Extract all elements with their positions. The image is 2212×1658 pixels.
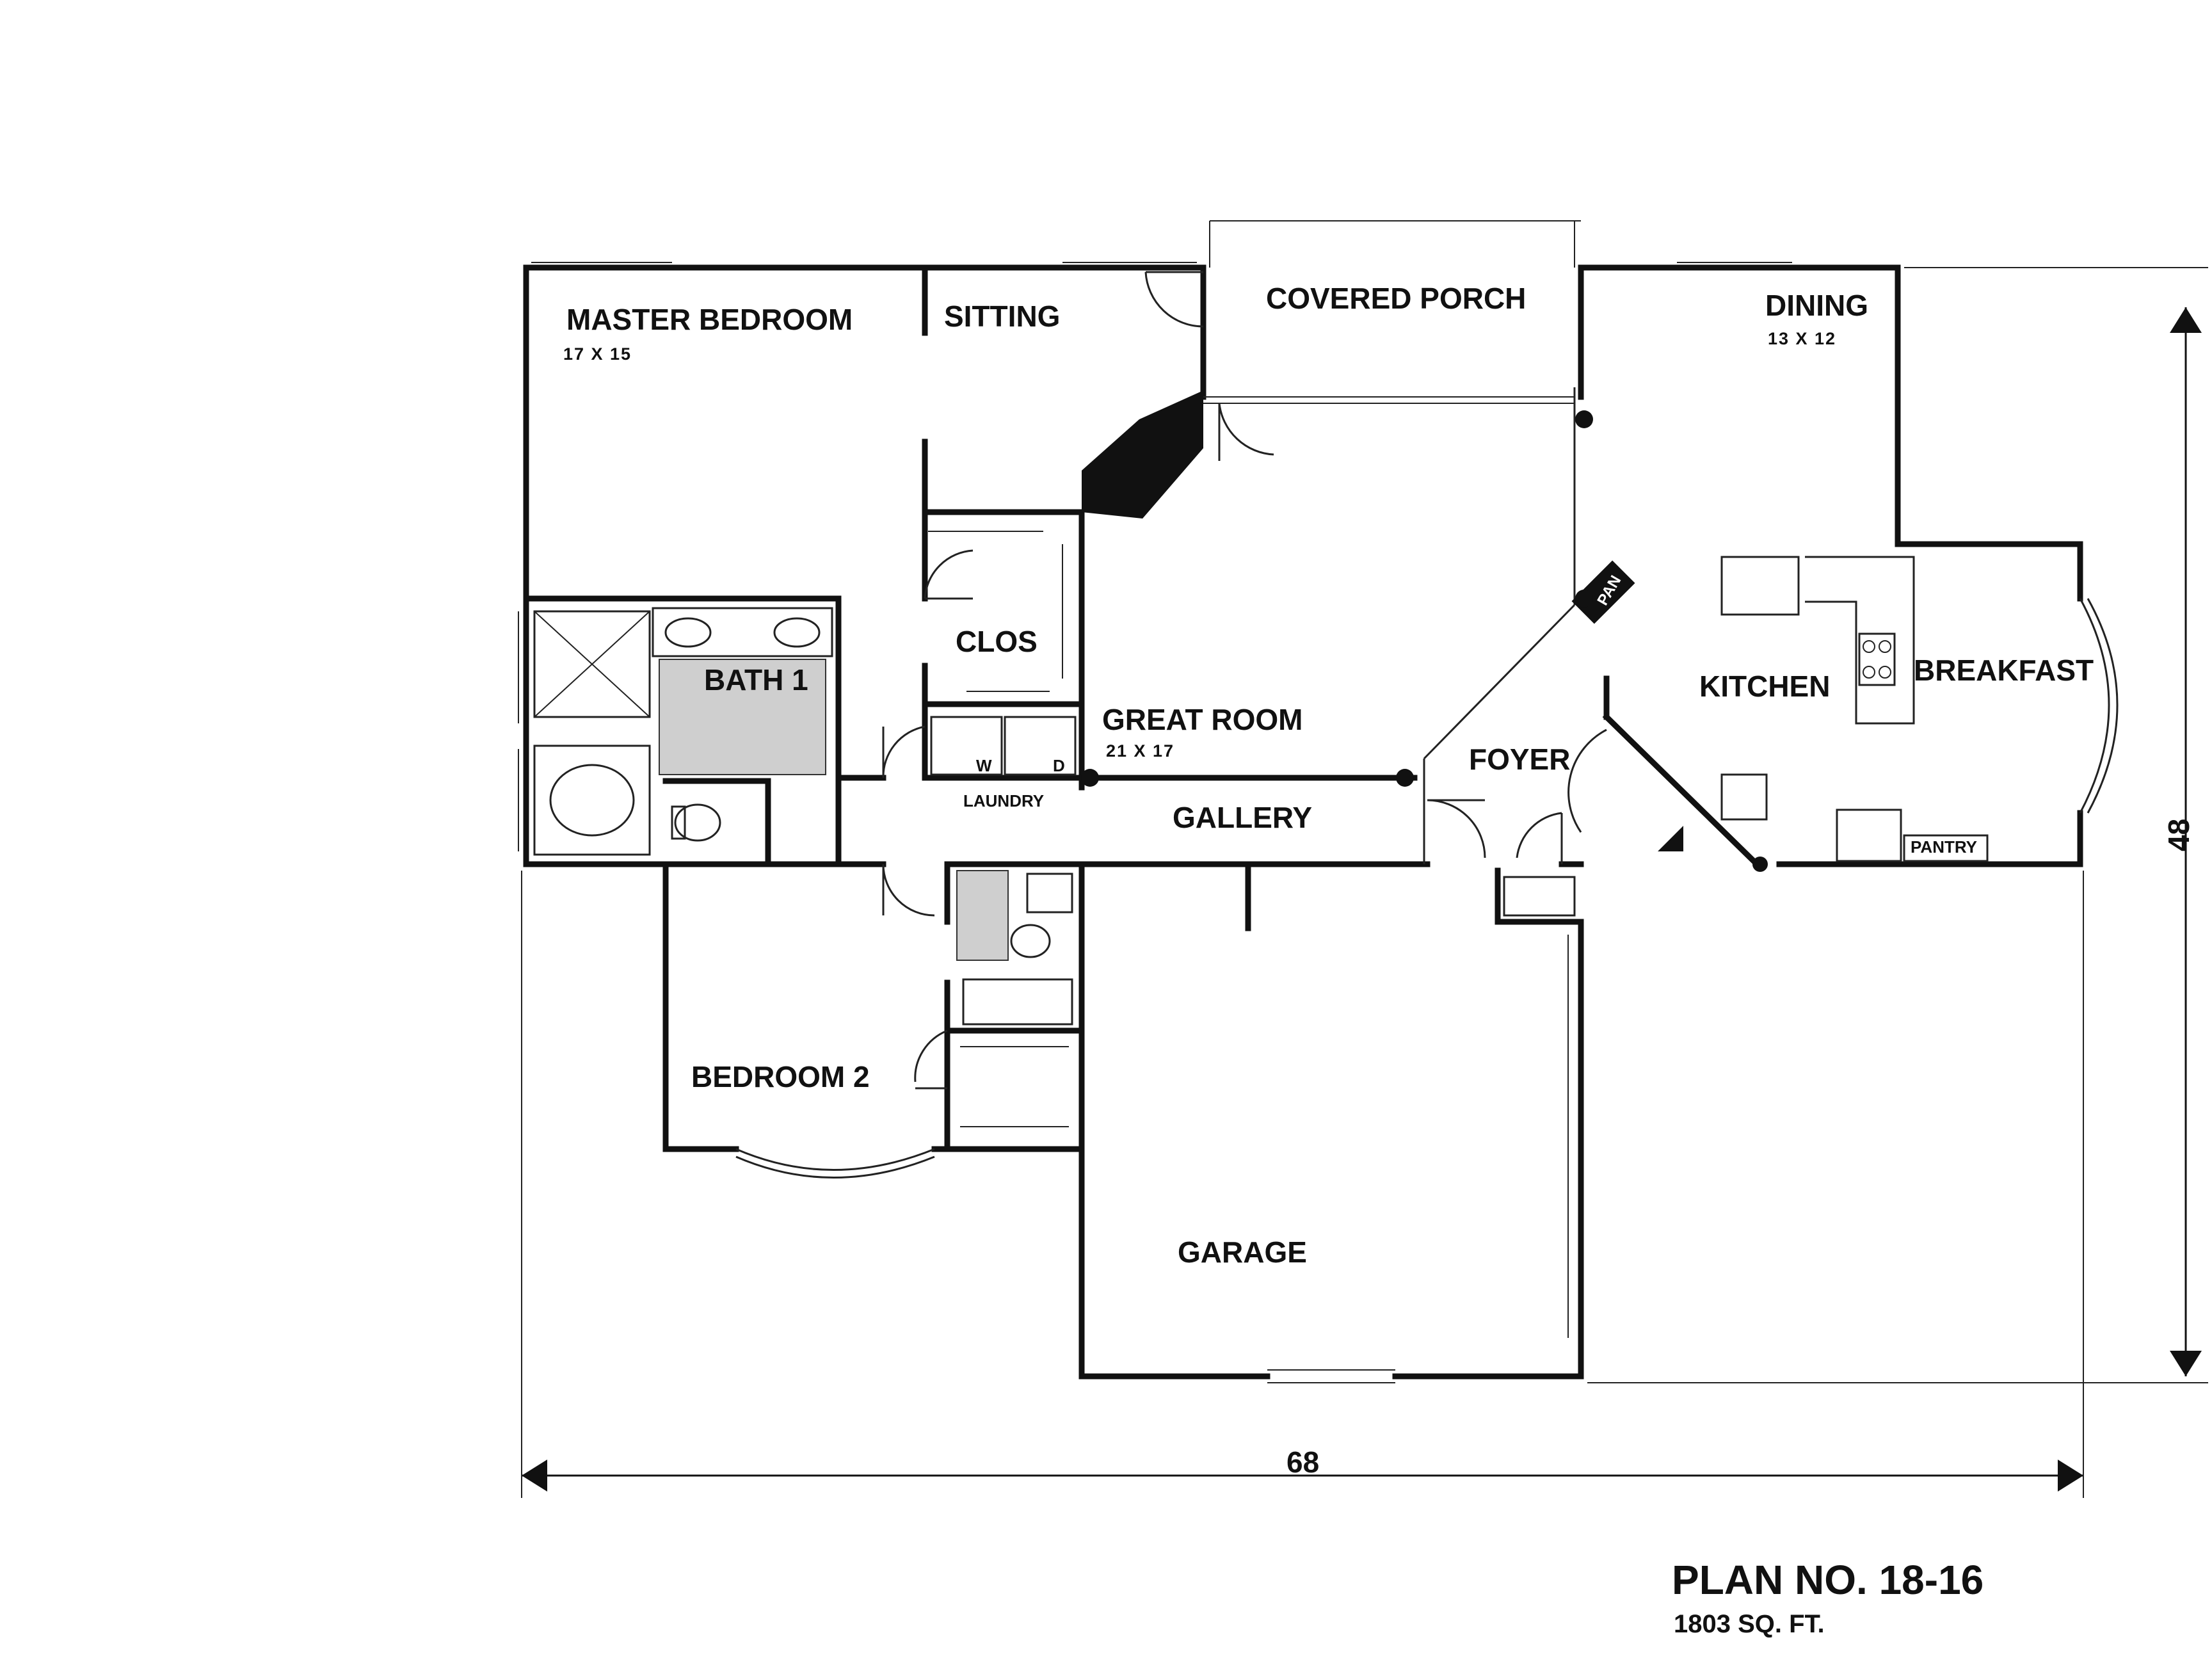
size-great-room: 21 X 17 [1106, 741, 1174, 761]
doors [882, 271, 1607, 1090]
room-labels: MASTER BEDROOM 17 X 15 SITTING COVERED P… [563, 282, 2094, 1269]
windows [518, 220, 2119, 1383]
size-dining: 13 X 12 [1768, 329, 1836, 348]
plan-area: 1803 SQ. FT. [1674, 1610, 1825, 1638]
dimension-width: 68 [1286, 1445, 1319, 1479]
fixtures [533, 410, 1989, 1127]
fixture-labels: W D PAN PANTRY [976, 572, 1977, 857]
label-bath-1: BATH 1 [704, 663, 808, 696]
title-block: PLAN NO. 18-16 1803 SQ. FT. [1672, 1557, 1984, 1638]
label-dryer: D [1053, 756, 1065, 775]
size-master-bedroom: 17 X 15 [563, 344, 632, 364]
label-bedroom-2: BEDROOM 2 [691, 1060, 870, 1093]
label-garage: GARAGE [1178, 1235, 1307, 1269]
plan-title: PLAN NO. 18-16 [1672, 1557, 1984, 1603]
label-pantry: PANTRY [1911, 837, 1977, 857]
label-laundry: LAUNDRY [963, 791, 1044, 810]
label-breakfast: BREAKFAST [1914, 654, 2094, 687]
exterior-walls [523, 264, 2083, 1380]
label-dining: DINING [1765, 289, 1868, 322]
label-washer: W [976, 756, 992, 775]
dimension-lines [521, 267, 2208, 1498]
label-master-bedroom: MASTER BEDROOM [566, 303, 853, 336]
dimension-depth: 48 [2162, 819, 2195, 851]
label-clos: CLOS [956, 625, 1038, 658]
dimension-labels: 68 48 [1286, 819, 2195, 1479]
interior-walls [662, 264, 1761, 1152]
label-sitting: SITTING [944, 300, 1060, 333]
label-gallery: GALLERY [1173, 801, 1312, 834]
label-kitchen: KITCHEN [1699, 670, 1830, 703]
label-great-room: GREAT ROOM [1102, 703, 1302, 736]
label-covered-porch: COVERED PORCH [1266, 282, 1526, 315]
label-foyer: FOYER [1469, 743, 1570, 776]
